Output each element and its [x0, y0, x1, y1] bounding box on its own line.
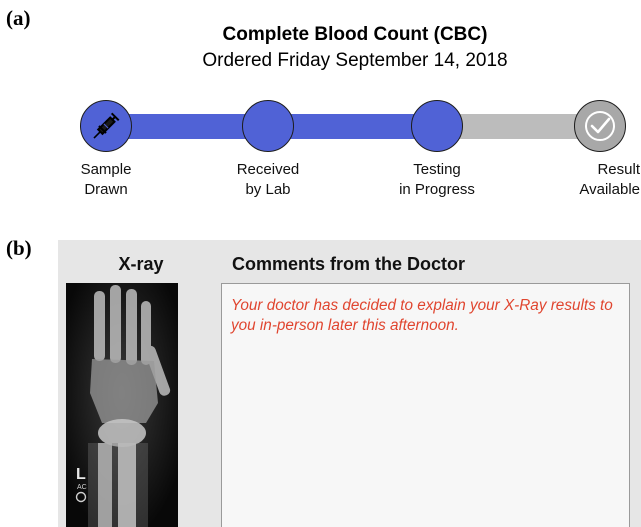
doctor-comment-text: Your doctor has decided to explain your …: [231, 296, 621, 336]
doctor-comment-box: Your doctor has decided to explain your …: [221, 283, 630, 527]
step-label-sample-drawn: Sample Drawn: [46, 160, 166, 200]
step-circle-result-available: [574, 100, 626, 152]
panel-label-b: (b): [6, 236, 32, 261]
checkmark-icon: [580, 106, 620, 146]
step-circle-testing-in-progress: [411, 100, 463, 152]
xray-marker-l: L: [76, 466, 86, 483]
xray-image[interactable]: L AC: [66, 283, 178, 527]
step-circle-received-by-lab: [242, 100, 294, 152]
panel-label-a: (a): [6, 6, 31, 31]
step-circle-sample-drawn: [80, 100, 132, 152]
order-date: Ordered Friday September 14, 2018: [150, 50, 560, 72]
xray-marker-small: AC: [77, 484, 87, 491]
xray-heading: X-ray: [58, 254, 224, 275]
step-label-result-available: Result Available: [540, 160, 640, 200]
step-label-received-by-lab: Received by Lab: [208, 160, 328, 200]
doctor-report-panel: X-ray Comments from the Doctor: [58, 240, 641, 527]
xray-hand-image: L AC: [66, 283, 178, 527]
order-title: Complete Blood Count (CBC): [150, 24, 560, 46]
step-label-testing-in-progress: Testing in Progress: [377, 160, 497, 200]
comments-heading: Comments from the Doctor: [232, 254, 465, 275]
syringe-icon: [86, 106, 126, 146]
